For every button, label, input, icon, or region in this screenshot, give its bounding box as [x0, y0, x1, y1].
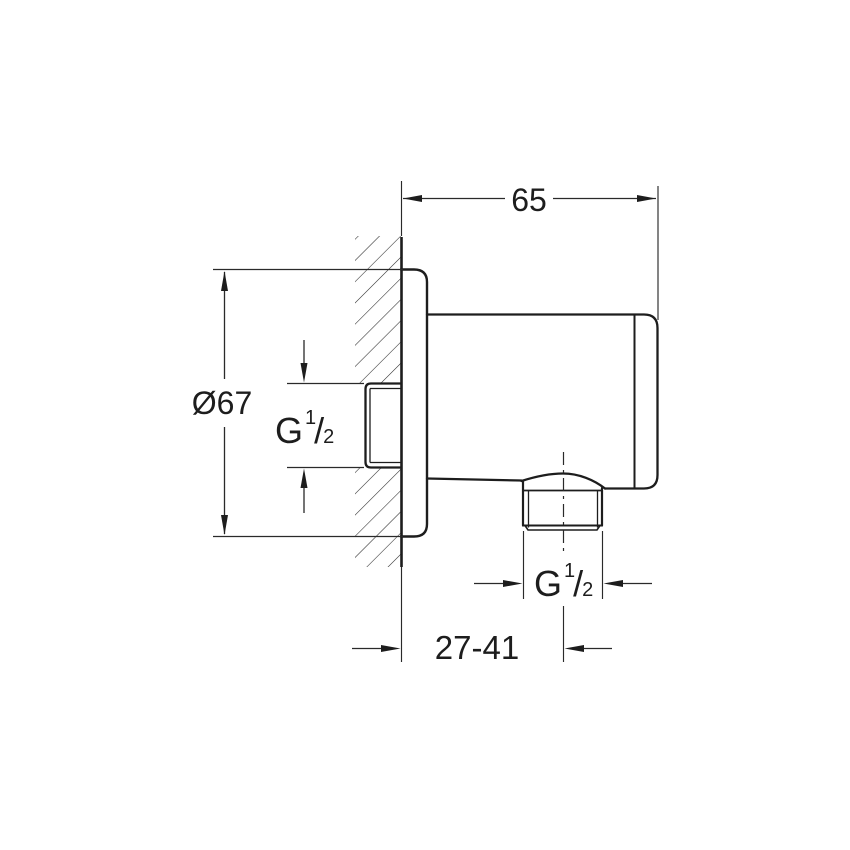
thread-left-prefix: G: [275, 410, 303, 451]
leader-lines-stub: [287, 382, 364, 469]
wall-section: [355, 236, 403, 567]
thread-left-slash: /: [314, 410, 324, 451]
arrowhead-right-icon: [381, 645, 401, 652]
supply-pipe-stub: [364, 382, 403, 469]
arrowhead-down-icon: [221, 515, 228, 535]
outlet-side-edges: [521, 479, 604, 527]
thread-bottom-prefix: G: [534, 563, 562, 604]
outlet-chamfer-lip: [524, 524, 601, 531]
outlet-boss-curve: [520, 472, 607, 490]
arrowhead-right-icon: [637, 195, 656, 202]
dimension-depth-range: 27-41: [352, 567, 612, 666]
thread-left-denominator: 2: [323, 426, 334, 448]
dim-width-label: 65: [511, 182, 547, 218]
arrowhead-down-icon: [300, 363, 308, 383]
dim-diameter-label: Ø67: [192, 385, 252, 421]
dimension-width-65: 65: [400, 181, 659, 320]
thread-bottom-numerator: 1: [564, 560, 575, 582]
stub-outline: [364, 382, 403, 469]
body: [425, 313, 659, 490]
thread-bottom-slash: /: [573, 563, 583, 604]
arrowhead-up-icon: [221, 271, 228, 291]
stub-thread-lines: [369, 387, 401, 464]
thread-bottom-denominator: 2: [582, 579, 593, 601]
dimension-flange-diameter: Ø67: [192, 268, 403, 538]
dim-depth-range-label: 27-41: [435, 629, 519, 666]
outlet-thread-lines: [527, 491, 599, 528]
body-outline: [425, 313, 659, 490]
arrowhead-left-icon: [403, 195, 422, 202]
body-bottom-line: [425, 477, 523, 482]
arrowhead-left-icon: [603, 580, 623, 587]
outlet-port: [521, 452, 604, 552]
arrowhead-up-icon: [300, 468, 308, 488]
thread-left-numerator: 1: [305, 407, 316, 429]
ext-lines-outlet: [522, 531, 604, 599]
flange-outline: [399, 268, 429, 538]
wall-hatching-upper: [355, 236, 401, 384]
arrowhead-right-icon: [503, 580, 523, 587]
arrowhead-left-icon: [564, 645, 584, 652]
wall-hatching-lower: [355, 467, 401, 567]
